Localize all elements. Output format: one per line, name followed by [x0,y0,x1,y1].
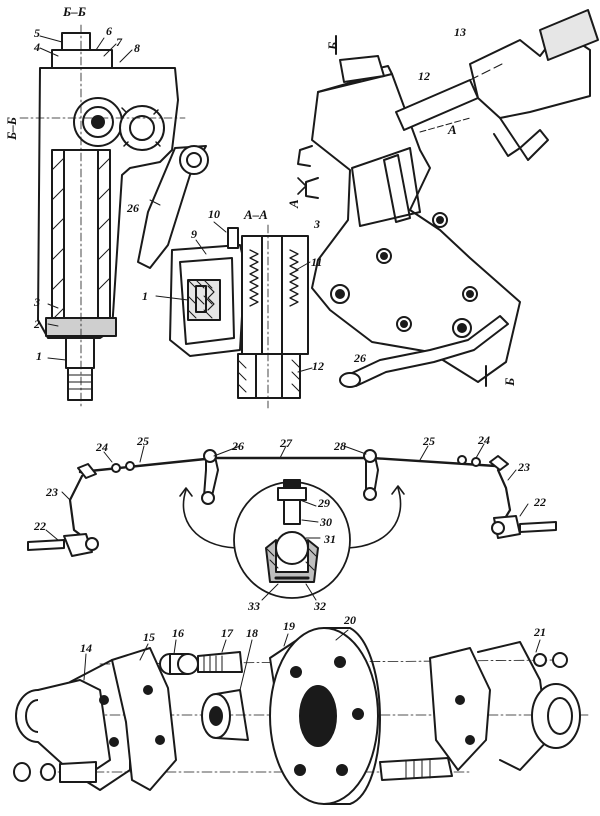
callout-label: 26 [127,201,139,215]
steering-gear-exterior [297,9,599,388]
callout-label: 10 [208,207,220,221]
callout-label: 11 [311,255,323,269]
section-label-a-arrow: А [286,199,301,208]
callout-label: 1 [36,349,42,363]
callout-label: 16 [172,626,184,640]
exploded-assembly [13,627,591,805]
callout-label: 2 [34,317,40,331]
callout-label: 26 [232,439,244,453]
callout-label: 24 [96,440,108,454]
callout-label: 27 [280,436,292,450]
callout-label: 30 [320,515,332,529]
section-label-bb-side: Б–Б [4,116,19,140]
callout-label: 3 [314,217,320,231]
callout-label: 32 [314,599,326,613]
callout-label: 13 [454,25,466,39]
section-label-bb: Б–Б [63,4,87,19]
section-label-b-top: Б [325,41,340,50]
pitman-arm [137,145,209,269]
callout-label: 31 [324,532,336,546]
callout-label: 33 [248,599,260,613]
callout-label: 22 [534,495,546,509]
callout-label: 23 [46,485,58,499]
callout-label: 17 [221,626,233,640]
section-aa [155,221,313,409]
callout-label: 12 [312,359,324,373]
section-label-aa: А–А [244,207,268,222]
section-label-b-bottom: Б [502,377,517,386]
callout-label: 23 [518,460,530,474]
callout-label: 22 [34,519,46,533]
callout-label: 9 [191,227,197,241]
callout-label: 26 [354,351,366,365]
steering-gear-section-bb [19,24,186,409]
callout-label: 21 [534,625,546,639]
callout-label: 20 [344,613,356,627]
callout-label: 14 [80,641,92,655]
callout-label: 24 [478,433,490,447]
callout-label: 19 [283,619,295,633]
callout-label: 15 [143,630,155,644]
callout-label: 7 [116,35,122,49]
callout-label: 18 [246,626,258,640]
callout-label: 12 [418,69,430,83]
callout-label: 28 [334,439,346,453]
callout-label: 8 [134,41,140,55]
callout-label: 4 [34,40,40,54]
callout-label: 6 [106,24,112,38]
section-label-a-right: А [448,122,457,137]
callout-label: 29 [318,496,330,510]
steering-linkage [27,443,557,601]
callout-label: 3 [34,295,40,309]
callout-label: 25 [423,434,435,448]
callout-label: 1 [142,289,148,303]
callout-label: 25 [137,434,149,448]
callout-label: 5 [34,26,40,40]
